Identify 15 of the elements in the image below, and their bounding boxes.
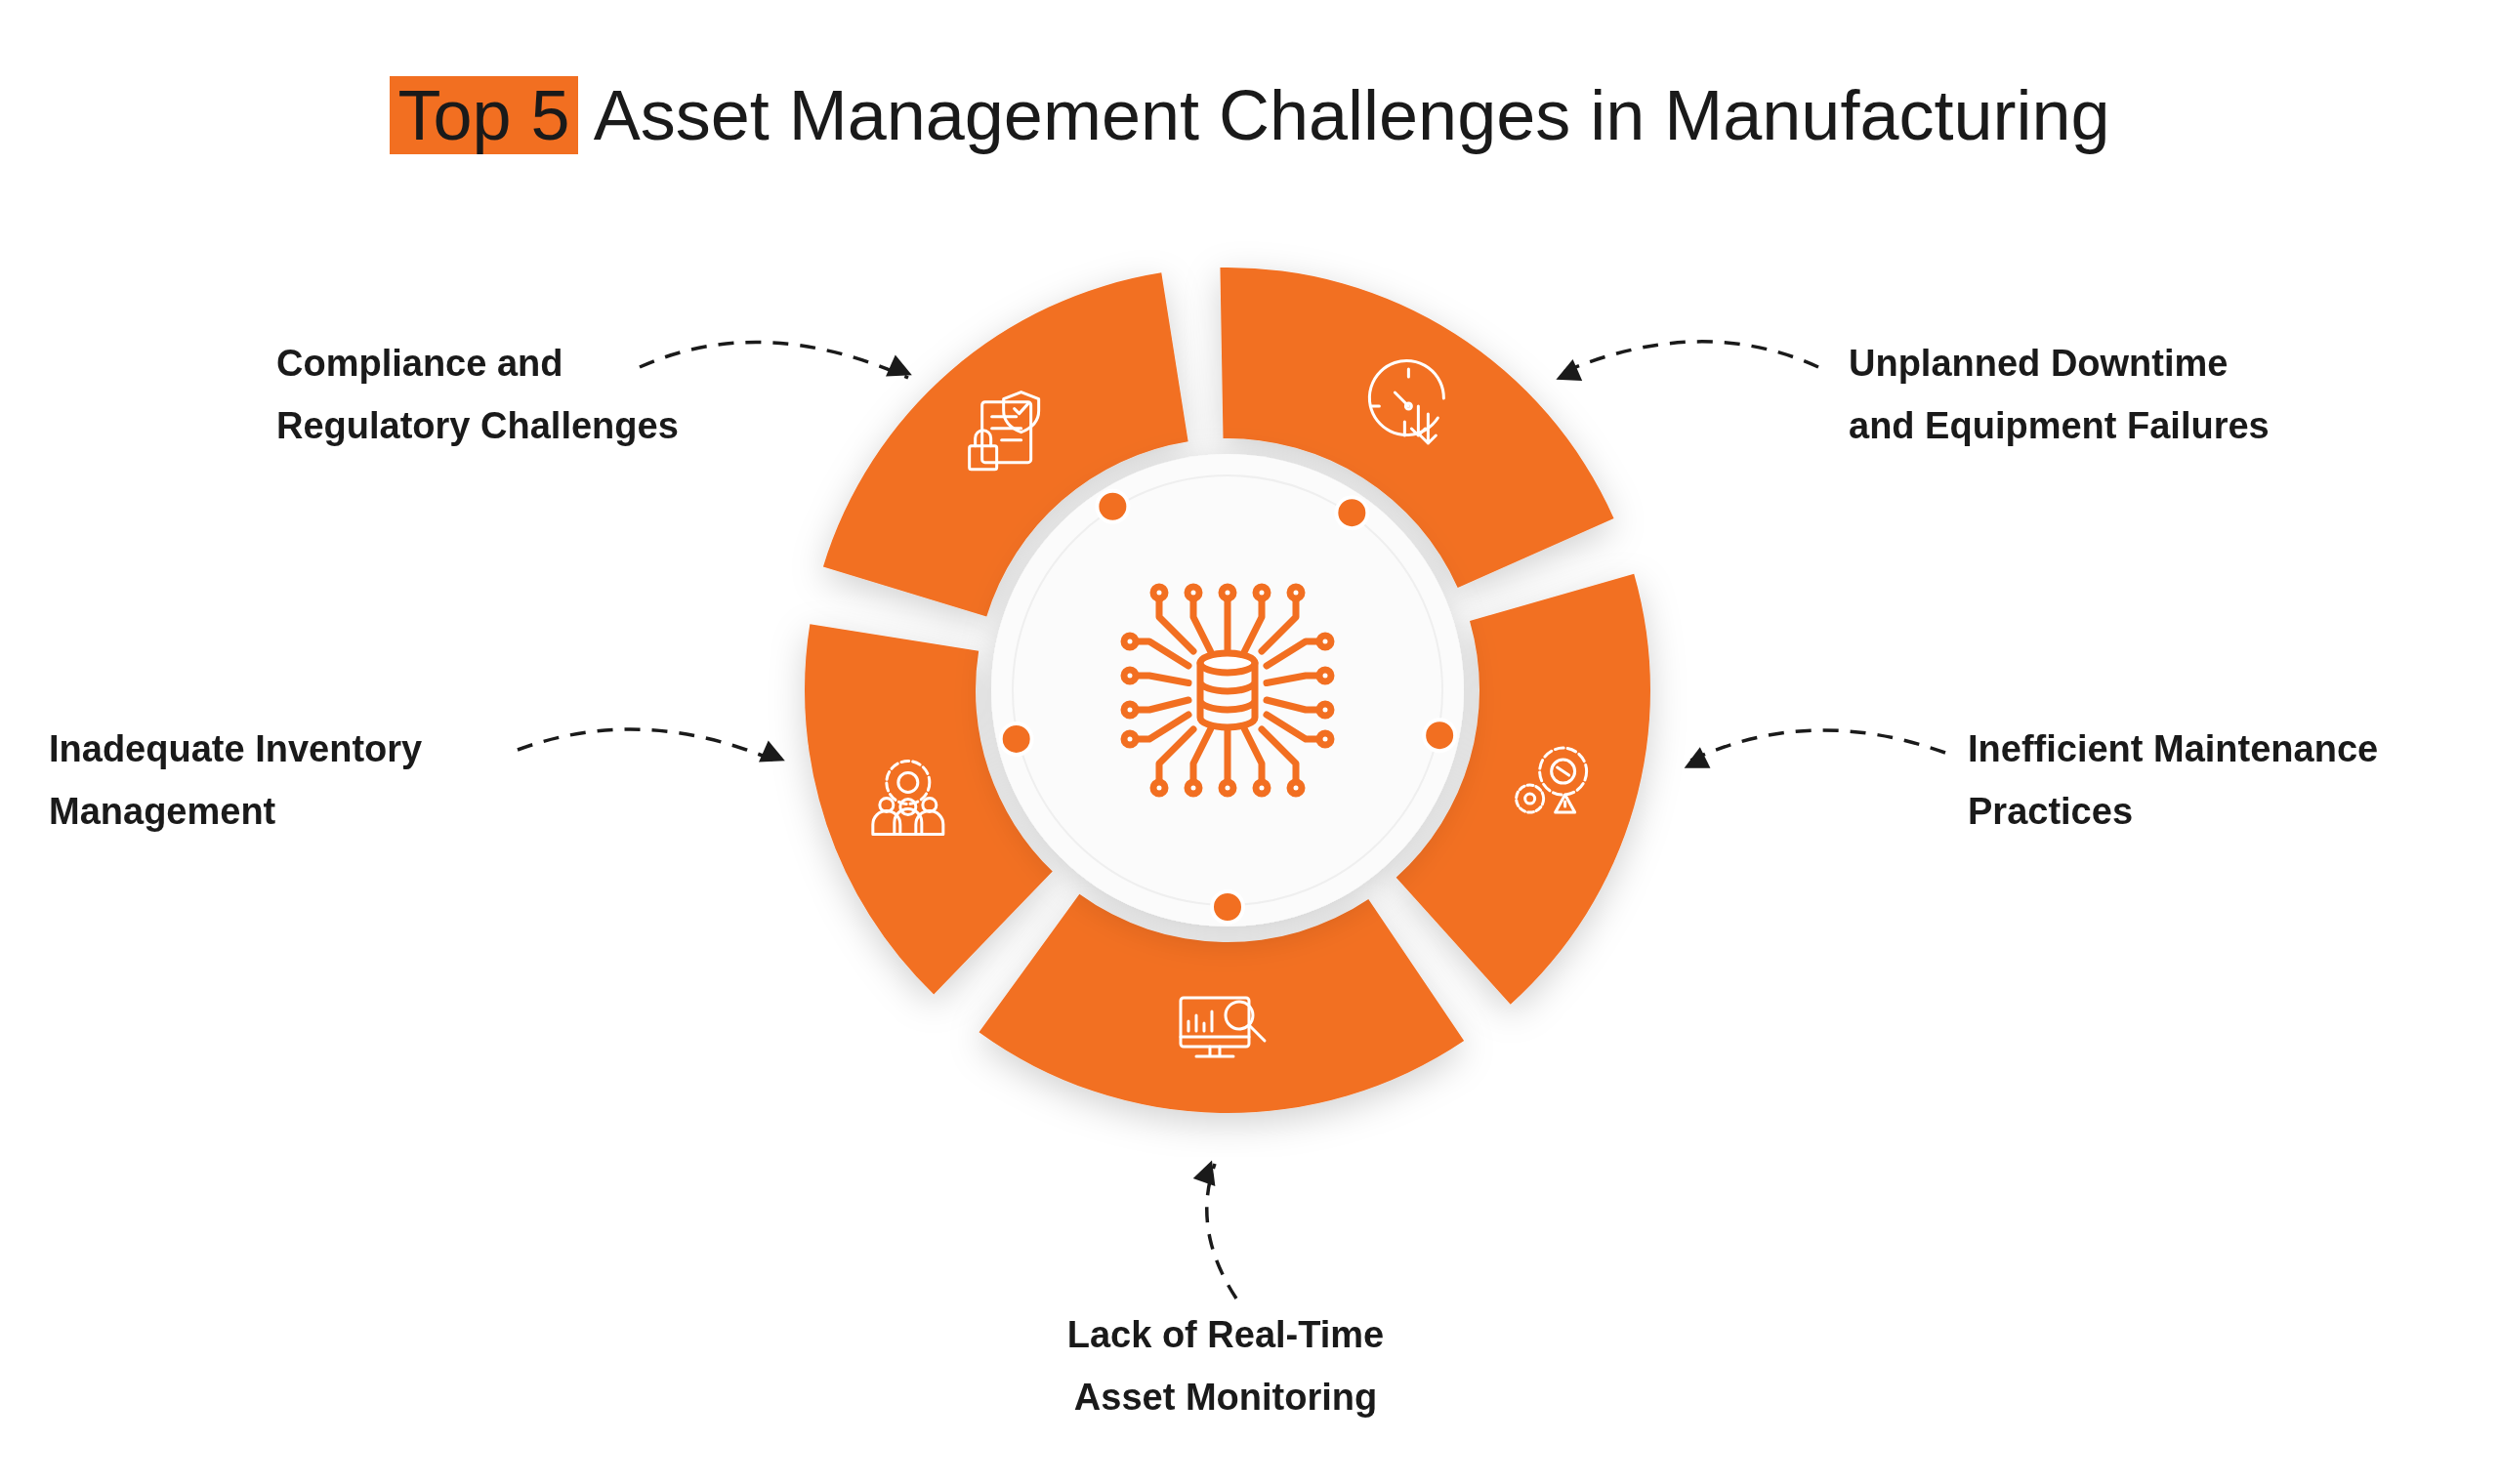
challenge-label: Compliance and Regulatory Challenges <box>276 342 680 448</box>
dashed-arrow <box>1193 1160 1238 1299</box>
challenge-label: Inadequate Inventory Management <box>49 727 424 834</box>
ring-segment <box>1396 573 1650 1005</box>
challenge-label: Inefficient Maintenance Practices <box>1968 727 2380 834</box>
dashed-arrow <box>1556 340 1819 382</box>
dashed-arrow <box>1684 728 1946 769</box>
challenge-label: Lack of Real-Time Asset Monitoring <box>1065 1313 1386 1420</box>
ring-segment <box>822 272 1188 617</box>
ring-segment <box>1220 268 1614 589</box>
dashed-arrow <box>639 340 912 380</box>
ring-segment <box>979 893 1465 1113</box>
ring-segment <box>805 624 1053 995</box>
dashed-arrow <box>517 727 785 765</box>
challenge-label: Unplanned Downtime and Equipment Failures <box>1849 342 2271 448</box>
